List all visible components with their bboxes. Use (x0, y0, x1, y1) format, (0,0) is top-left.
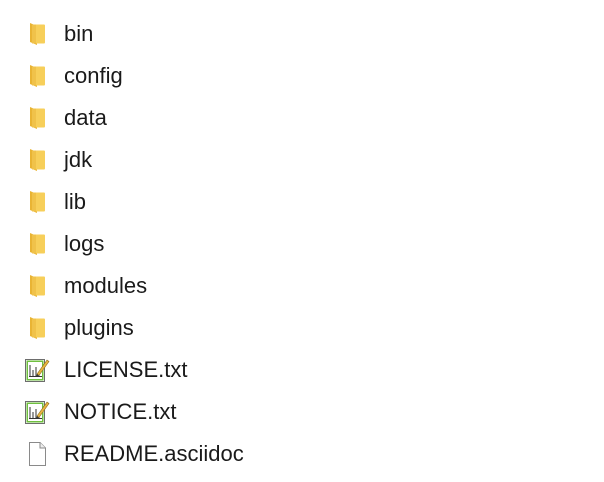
file-item-bin[interactable]: bin (24, 13, 584, 55)
folder-icon (24, 231, 50, 257)
folder-icon (24, 105, 50, 131)
file-name: logs (64, 231, 105, 256)
file-name: data (64, 105, 107, 130)
file-item-data[interactable]: data (24, 97, 584, 139)
file-name: plugins (64, 315, 134, 340)
folder-icon (24, 189, 50, 215)
folder-icon (24, 315, 50, 341)
folder-icon (24, 21, 50, 47)
file-name: modules (64, 273, 148, 298)
file-name: README.asciidoc (64, 441, 244, 466)
file-item-readme[interactable]: README.asciidoc (24, 433, 584, 475)
file-name: config (64, 63, 123, 88)
file-item-logs[interactable]: logs (24, 223, 584, 265)
file-name: bin (64, 21, 94, 46)
folder-icon (24, 63, 50, 89)
file-name: lib (64, 189, 87, 214)
file-name: NOTICE.txt (64, 399, 177, 424)
file-name: LICENSE.txt (64, 357, 188, 382)
blank-file-icon (24, 441, 50, 467)
file-name: jdk (64, 147, 93, 172)
folder-icon (24, 273, 50, 299)
file-item-plugins[interactable]: plugins (24, 307, 584, 349)
file-item-jdk[interactable]: jdk (24, 139, 584, 181)
file-item-modules[interactable]: modules (24, 265, 584, 307)
file-item-config[interactable]: config (24, 55, 584, 97)
file-item-lib[interactable]: lib (24, 181, 584, 223)
folder-icon (24, 147, 50, 173)
notepad-file-icon (24, 357, 50, 383)
file-item-license[interactable]: LICENSE.txt (24, 349, 584, 391)
file-item-notice[interactable]: NOTICE.txt (24, 391, 584, 433)
notepad-file-icon (24, 399, 50, 425)
file-list: bin config data jdk lib logs modules plu… (24, 13, 584, 475)
